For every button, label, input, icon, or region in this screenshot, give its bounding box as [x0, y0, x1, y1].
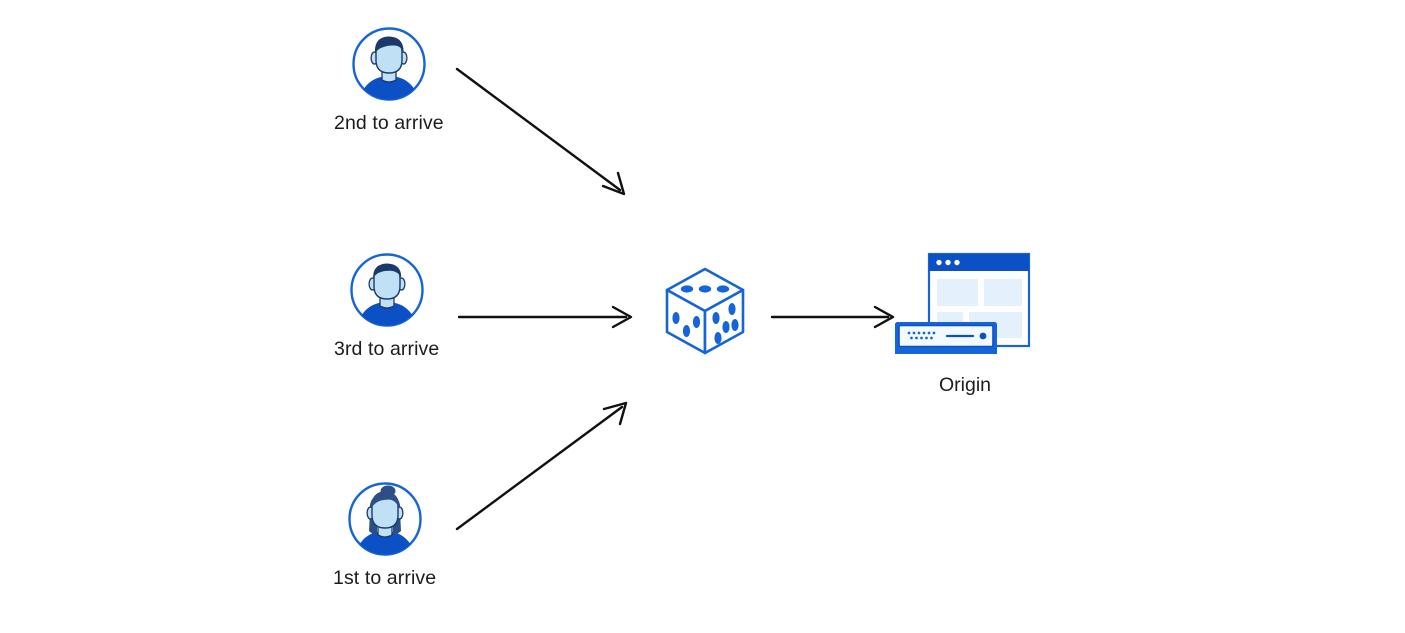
- server-device: [895, 322, 997, 354]
- origin-node[interactable]: Origin: [885, 250, 1045, 396]
- arrow-3rd-to-dice: [457, 305, 633, 329]
- origin-server-browser-icon: [885, 250, 1045, 362]
- client-node-1st[interactable]: 1st to arrive: [333, 481, 436, 589]
- arrow-2nd-to-dice: [455, 67, 626, 196]
- arrow-1st-to-dice: [455, 401, 628, 531]
- person-long-hair-avatar-icon: [347, 481, 423, 557]
- person-short-hair-avatar-icon: [349, 252, 425, 328]
- client-label: 3rd to arrive: [334, 338, 440, 360]
- dice-cube-icon[interactable]: [660, 265, 750, 357]
- arrow-dice-to-origin: [770, 305, 895, 329]
- client-label: 2nd to arrive: [334, 112, 444, 134]
- origin-label: Origin: [938, 374, 992, 396]
- client-node-2nd[interactable]: 2nd to arrive: [334, 26, 444, 134]
- client-label: 1st to arrive: [333, 567, 437, 589]
- client-node-3rd[interactable]: 3rd to arrive: [334, 252, 439, 360]
- person-short-hair-avatar-icon: [351, 26, 427, 102]
